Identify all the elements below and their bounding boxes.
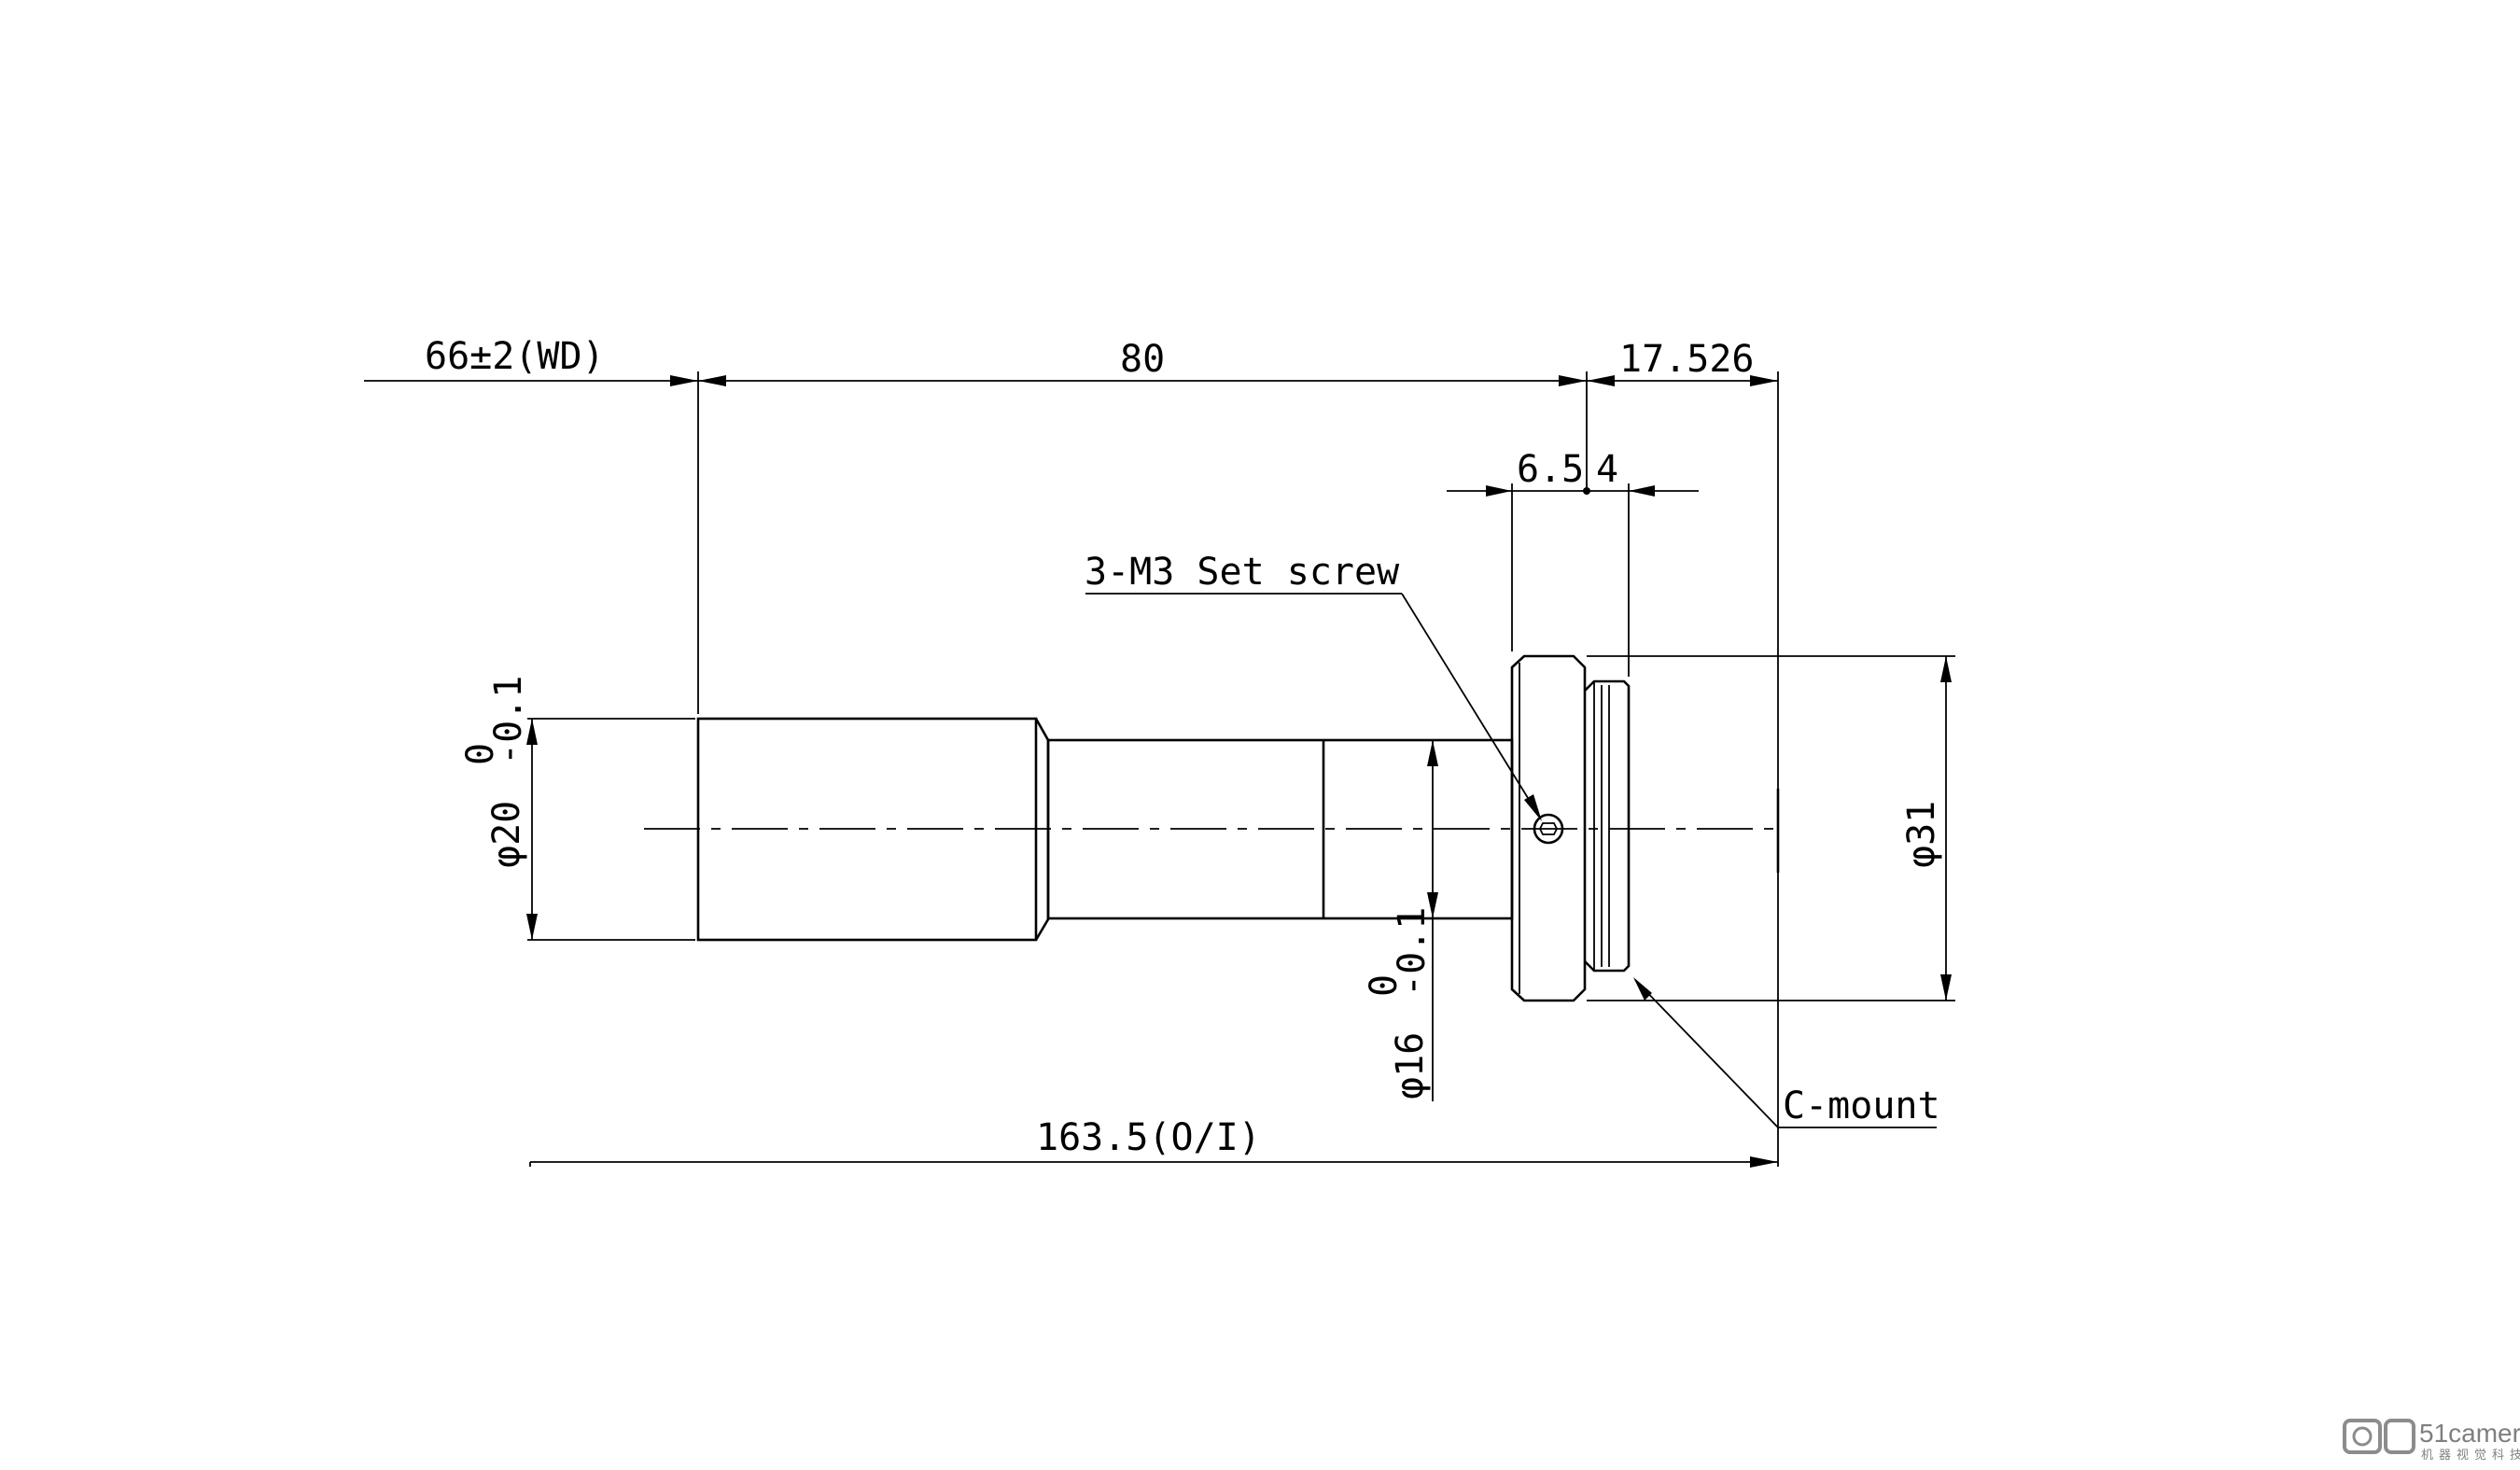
- front-diameter-label: φ20: [485, 801, 528, 868]
- total-length-label: 163.5(O/I): [1036, 1116, 1261, 1159]
- extension-lines: [527, 371, 1955, 1167]
- middle-diameter-tol-upper: 0: [1363, 974, 1406, 997]
- rear-flange: [1510, 654, 1587, 1002]
- watermark-brand: 51camera: [2419, 1419, 2520, 1448]
- rear-diameter-label: φ31: [1900, 801, 1943, 868]
- width-6-5-label: 6.5: [1517, 448, 1584, 491]
- camera-logo-icon: [2343, 1419, 2382, 1454]
- flange-distance-label: 17.526: [1619, 338, 1755, 381]
- watermark-sub: 机器视觉科技: [2421, 1448, 2520, 1462]
- leader-lines: [1085, 593, 1937, 1128]
- middle-diameter-tol-lower: -0.1: [1391, 907, 1434, 997]
- lens-body: [696, 654, 1631, 1002]
- watermark-logo: 51camera 机器视觉科技: [2343, 1419, 2520, 1462]
- dimension-lines: [364, 375, 1952, 1168]
- front-diameter-tol-upper: 0: [459, 743, 502, 765]
- set-screw-callout: 3-M3 Set screw: [1085, 551, 1400, 594]
- c-mount-callout: C-mount: [1783, 1085, 1940, 1127]
- length-label: 80: [1120, 338, 1165, 381]
- front-diameter-tol-lower: -0.1: [487, 676, 530, 765]
- width-4-label: 4: [1596, 448, 1618, 491]
- middle-diameter-label: φ16: [1389, 1032, 1432, 1099]
- c-mount-thread: [1584, 679, 1631, 973]
- wd-label: 66±2(WD): [425, 335, 605, 378]
